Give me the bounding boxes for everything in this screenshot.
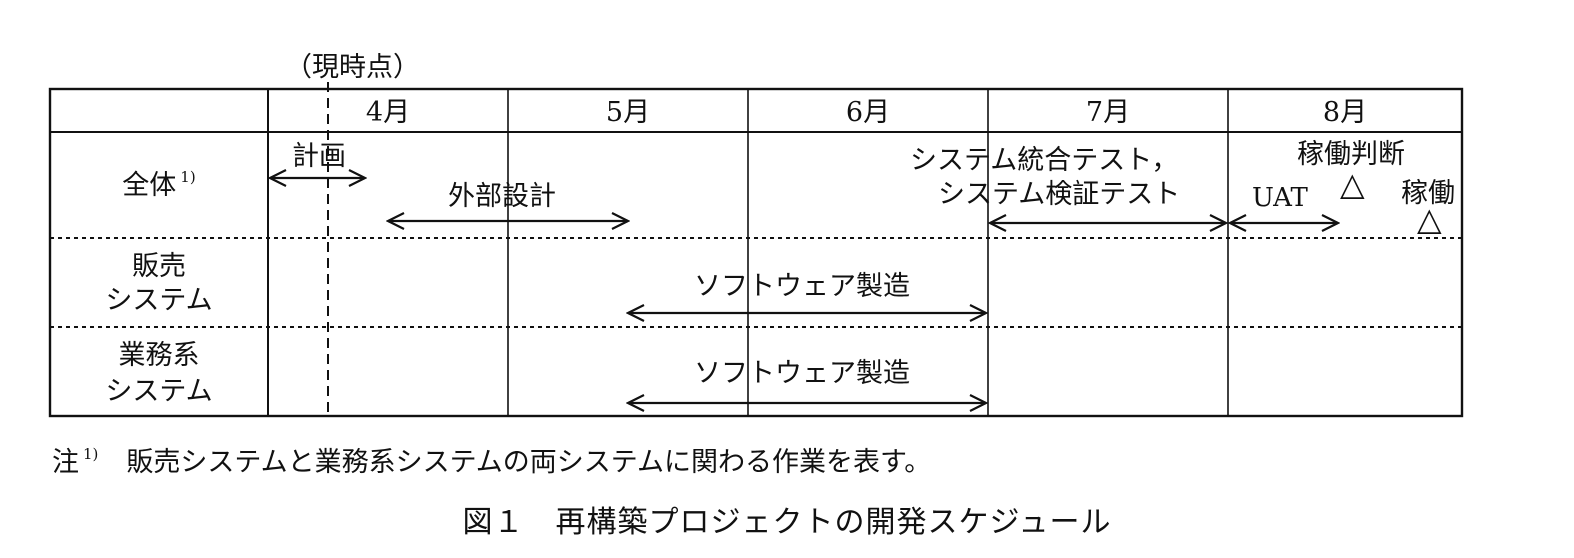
footnote-text: 販売システムと業務系システムの両システムに関わる作業を表す。 <box>126 447 932 478</box>
task-label-software-business: ソフトウェア製造 <box>694 358 910 389</box>
milestone-label-go-live: 稼働 <box>1401 178 1455 209</box>
task-label-external-design: 外部設計 <box>448 181 556 212</box>
milestone-label-go-decision: 稼働判断 <box>1297 139 1405 170</box>
row-label-sales-line2: システム <box>105 285 213 316</box>
footnote-mark: 注 <box>52 447 79 478</box>
row-label-sales-line1: 販売 <box>132 251 186 282</box>
task-label-uat: UAT <box>1252 183 1308 213</box>
task-label-system-test-line2: システム検証テスト <box>938 179 1181 210</box>
milestone-marker-go-decision: △ <box>1340 165 1365 203</box>
task-label-system-test-line1: システム統合テスト， <box>910 145 1179 176</box>
milestone-marker-go-live: △ <box>1417 200 1442 238</box>
row-label-business-line1: 業務系 <box>118 340 200 371</box>
month-header-may: 5月 <box>605 97 651 128</box>
table-frame <box>48 87 1464 418</box>
task-label-plan: 計画 <box>292 141 346 172</box>
month-header-jul: 7月 <box>1085 97 1131 128</box>
current-point-label: （現時点） <box>285 52 420 83</box>
row-label-note-mark: 1) <box>180 168 196 186</box>
task-label-software-sales: ソフトウェア製造 <box>694 271 910 302</box>
row-label-business-line2: システム <box>105 376 213 407</box>
month-header-aug: 8月 <box>1322 97 1368 128</box>
month-header-apr: 4月 <box>365 97 411 128</box>
month-header-jun: 6月 <box>845 97 891 128</box>
footnote-superscript: 1) <box>83 445 99 463</box>
figure-caption: 図１ 再構築プロジェクトの開発スケジュール <box>462 505 1112 540</box>
